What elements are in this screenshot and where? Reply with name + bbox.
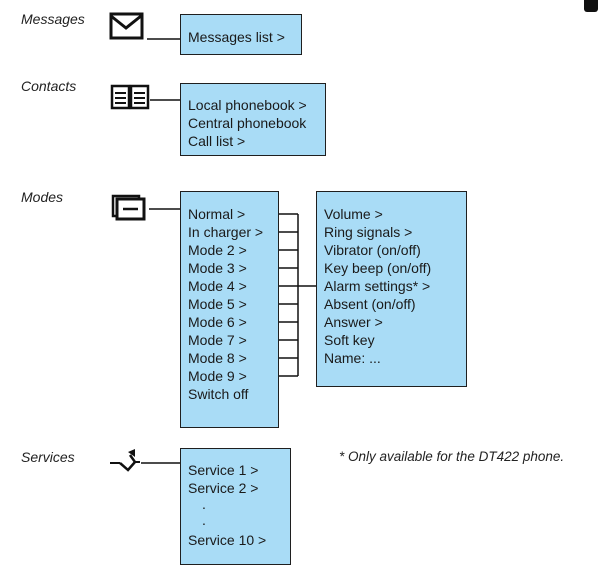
messages-box — [180, 14, 302, 55]
corner-mark — [584, 0, 598, 12]
modes-label: Modes — [21, 189, 64, 205]
ellipsis-dot-1: . — [202, 496, 206, 512]
modes-icon — [111, 194, 146, 221]
menu-item-central-phonebook[interactable]: Central phonebook — [188, 115, 307, 131]
menu-item-messages-list[interactable]: Messages list > — [188, 29, 285, 45]
submenu-item-answer[interactable]: Answer > — [324, 314, 383, 330]
phonebook-icon — [110, 84, 150, 110]
messages-label: Messages — [21, 11, 85, 27]
submenu-item-ring-signals[interactable]: Ring signals > — [324, 224, 413, 240]
menu-item-service-10[interactable]: Service 10 > — [188, 532, 267, 548]
menu-item-mode-5[interactable]: Mode 5 > — [188, 296, 247, 312]
submenu-item-volume[interactable]: Volume > — [324, 206, 383, 222]
menu-item-mode-7[interactable]: Mode 7 > — [188, 332, 247, 348]
submenu-item-soft-key[interactable]: Soft key — [324, 332, 375, 348]
menu-item-switch-off[interactable]: Switch off — [188, 386, 249, 402]
menu-item-mode-4[interactable]: Mode 4 > — [188, 278, 247, 294]
modes-box — [180, 191, 279, 428]
submenu-item-name[interactable]: Name: ... — [324, 350, 381, 366]
menu-item-mode-3[interactable]: Mode 3 > — [188, 260, 247, 276]
contacts-box — [180, 83, 326, 156]
footnote: * Only available for the DT422 phone. — [339, 449, 565, 464]
submenu-item-alarm-settings[interactable]: Alarm settings* > — [324, 278, 431, 294]
submenu-item-vibrator[interactable]: Vibrator (on/off) — [324, 242, 421, 258]
menu-item-service-1[interactable]: Service 1 > — [188, 462, 259, 478]
contacts-label: Contacts — [21, 78, 77, 94]
menu-item-in-charger[interactable]: In charger > — [188, 224, 264, 240]
envelope-icon — [109, 12, 144, 40]
menu-item-call-list[interactable]: Call list > — [188, 133, 246, 149]
modes-submenu-box — [316, 191, 467, 387]
services-label: Services — [21, 449, 75, 465]
ellipsis-dot-2: . — [202, 512, 206, 528]
submenu-item-key-beep[interactable]: Key beep (on/off) — [324, 260, 432, 276]
menu-item-mode-6[interactable]: Mode 6 > — [188, 314, 247, 330]
menu-item-mode-8[interactable]: Mode 8 > — [188, 350, 247, 366]
submenu-item-absent[interactable]: Absent (on/off) — [324, 296, 416, 312]
services-icon — [110, 449, 140, 472]
menu-item-mode-2[interactable]: Mode 2 > — [188, 242, 247, 258]
menu-item-local-phonebook[interactable]: Local phonebook > — [188, 97, 307, 113]
services-box — [180, 448, 291, 565]
menu-item-service-2[interactable]: Service 2 > — [188, 480, 259, 496]
menu-item-mode-9[interactable]: Mode 9 > — [188, 368, 247, 384]
menu-item-normal[interactable]: Normal > — [188, 206, 246, 222]
